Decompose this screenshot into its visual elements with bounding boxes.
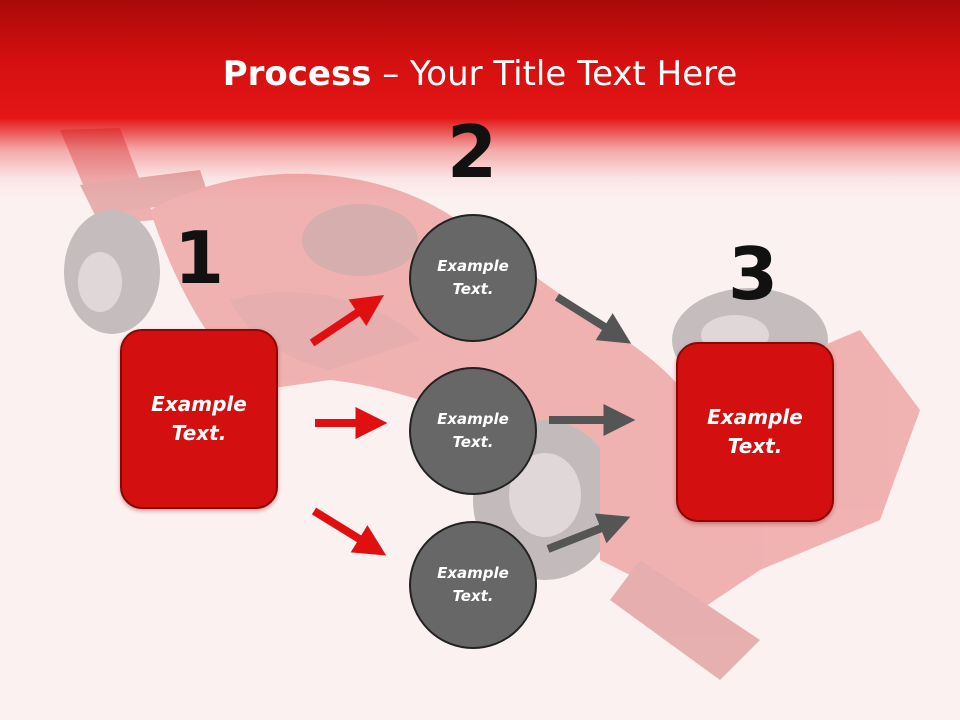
arrow-icon [554, 293, 632, 344]
right-box: Example Text. [676, 342, 834, 522]
slide-title: Process – Your Title Text Here [0, 52, 960, 96]
title-bold: Process [222, 54, 372, 94]
circle-bottom: Example Text. [409, 521, 537, 649]
step-number-2: 2 [446, 110, 498, 194]
left-box: Example Text. [120, 329, 278, 509]
arrow-icon [311, 507, 387, 556]
circle-middle-text: Example Text. [437, 410, 509, 451]
circle-top-text: Example Text. [437, 257, 509, 298]
title-rest: – Your Title Text Here [371, 54, 738, 94]
arrow-icon [309, 295, 384, 347]
circle-middle: Example Text. [409, 367, 537, 495]
left-box-text: Example Text. [151, 392, 247, 445]
step-number-3: 3 [727, 232, 779, 316]
circle-top: Example Text. [409, 214, 537, 342]
step-number-1: 1 [173, 216, 225, 300]
right-box-text: Example Text. [707, 405, 803, 458]
header-band [0, 0, 960, 200]
circle-bottom-text: Example Text. [437, 564, 509, 605]
arrow-icon [546, 513, 631, 553]
